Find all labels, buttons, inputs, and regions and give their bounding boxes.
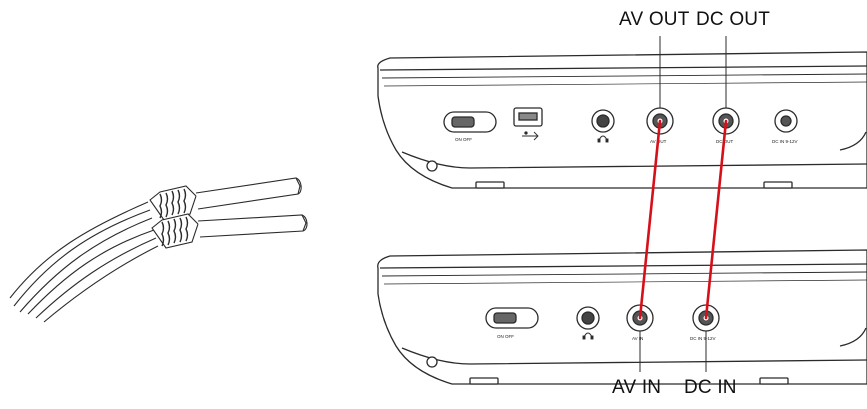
bottom-player: ON OFF AV IN DC IN 9-12V <box>377 249 867 385</box>
cable-plug-icon <box>151 213 308 249</box>
svg-text:DC IN 9-12V: DC IN 9-12V <box>772 139 798 144</box>
svg-text:ON OFF: ON OFF <box>497 334 514 339</box>
leader-lines <box>639 36 727 372</box>
usb-port <box>513 107 543 141</box>
top-player: ON OFF AV OUT <box>377 51 867 189</box>
usb-icon <box>522 131 539 141</box>
connection-cables <box>638 119 728 320</box>
power-switch: ON OFF <box>443 111 497 142</box>
headphone-icon <box>582 332 594 340</box>
dc-in-label: DC IN <box>684 377 737 398</box>
power-switch: ON OFF <box>485 307 539 339</box>
headphone-jack <box>576 306 600 340</box>
dual-plug-cable <box>9 177 308 323</box>
dc-cable <box>704 119 728 320</box>
cable-plug-icon <box>149 177 302 221</box>
dc-out-label: DC OUT <box>696 9 771 30</box>
headphone-jack <box>591 109 615 143</box>
av-cable <box>638 119 662 320</box>
svg-text:DC IN 9-12V: DC IN 9-12V <box>690 336 716 341</box>
av-out-label: AV OUT <box>619 9 690 30</box>
svg-text:AV IN: AV IN <box>632 336 643 341</box>
svg-text:ON OFF: ON OFF <box>455 137 472 142</box>
av-in-label: AV IN <box>612 377 662 398</box>
headphone-icon <box>597 135 609 143</box>
dc-in-port: DC IN 9-12V <box>772 109 798 144</box>
